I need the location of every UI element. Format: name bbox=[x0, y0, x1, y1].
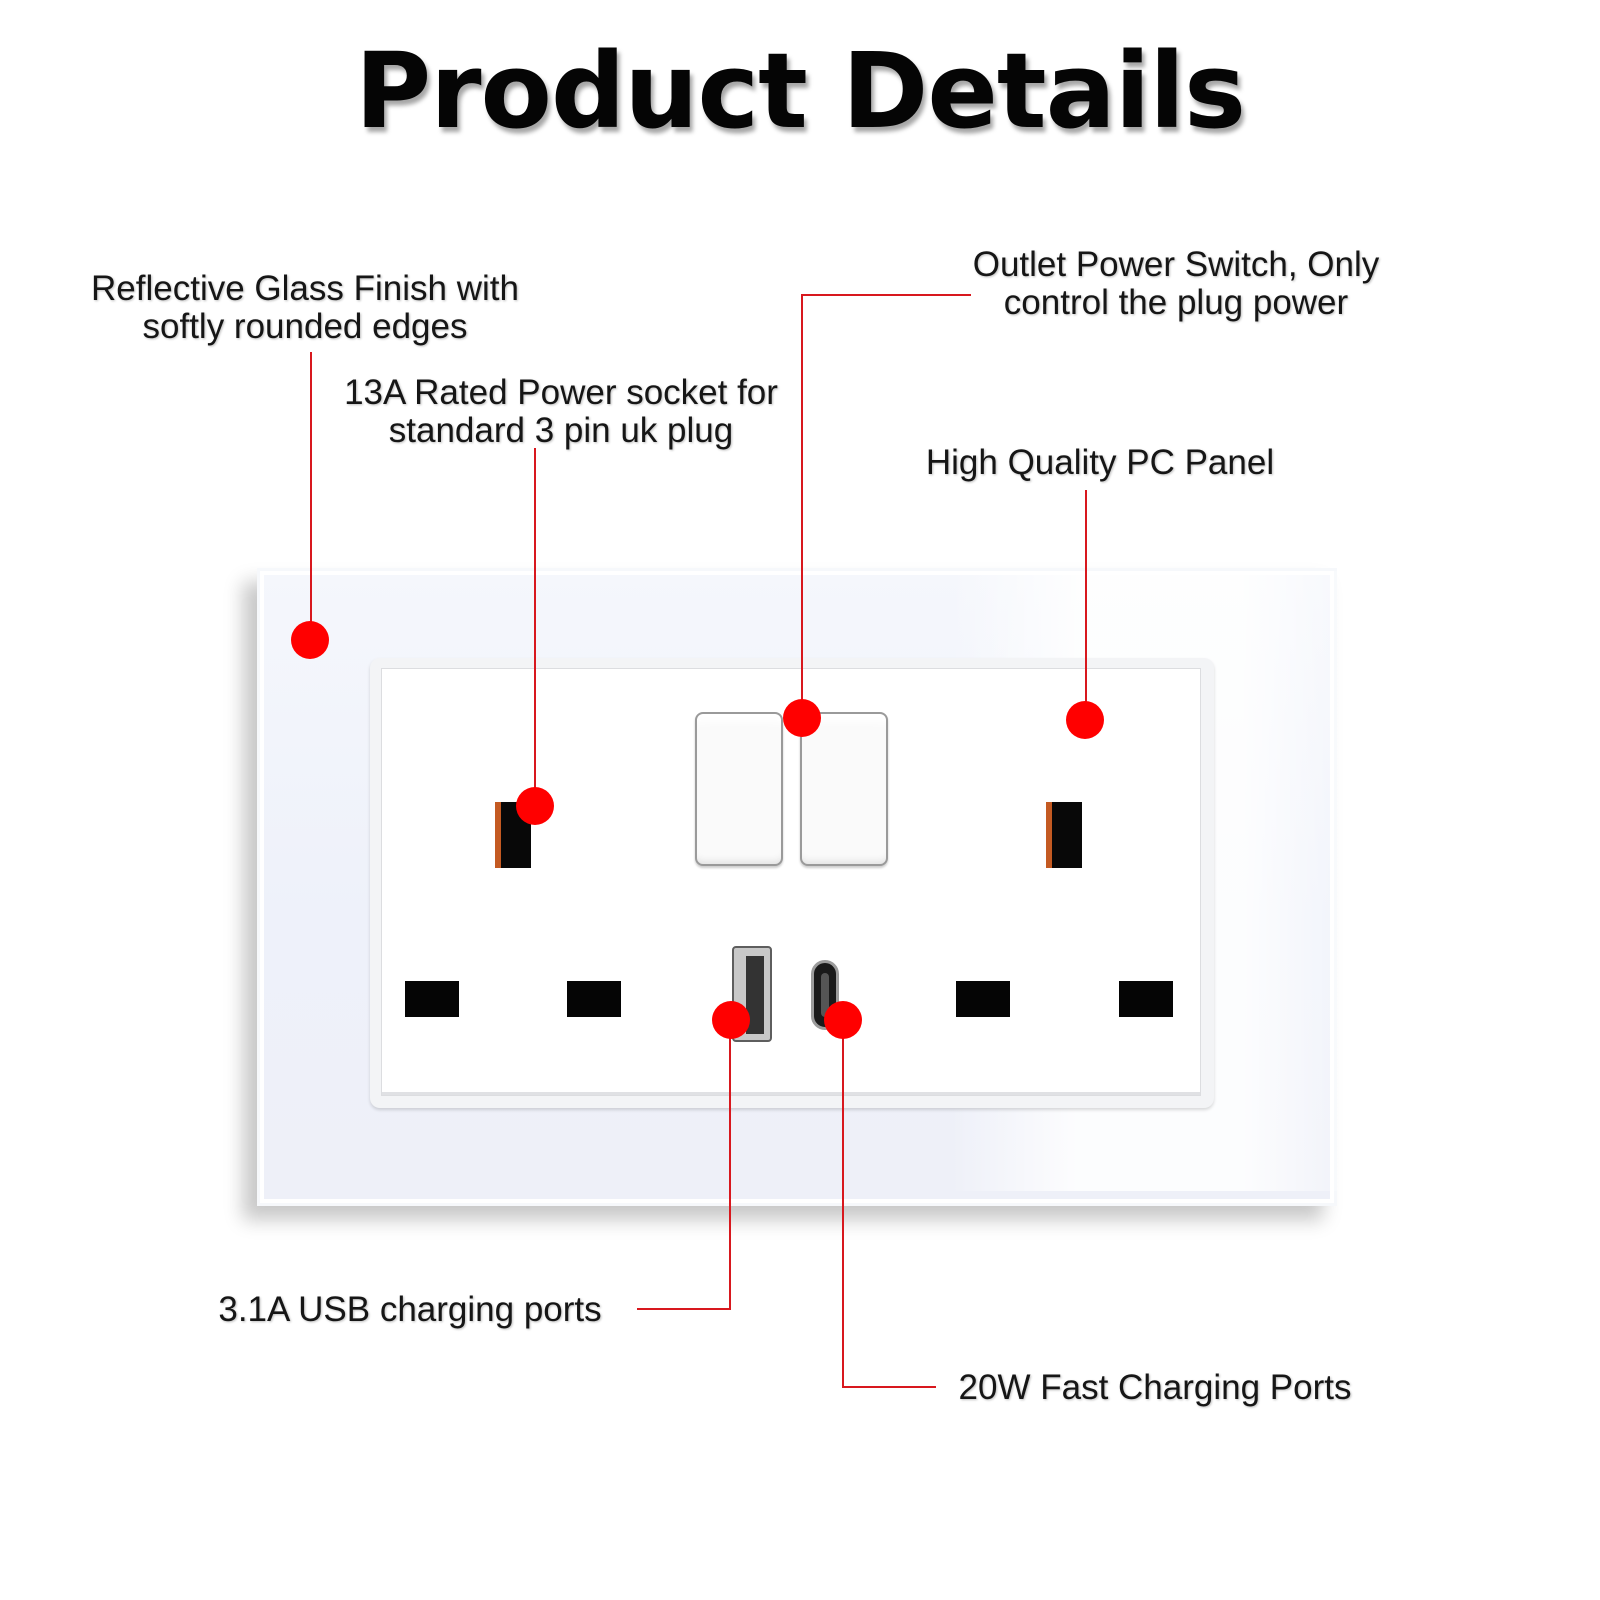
callout-pc-panel-line1: High Quality PC Panel bbox=[925, 443, 1275, 482]
pc-panel bbox=[381, 668, 1201, 1096]
leader-fast-charging-h bbox=[842, 1386, 936, 1388]
callout-rated-socket-line1: 13A Rated Power socket for bbox=[344, 373, 778, 412]
callout-power-switch-line1: Outlet Power Switch, Only bbox=[972, 245, 1380, 284]
marker-usb-ports bbox=[712, 1001, 750, 1039]
callout-glass-finish-line1: Reflective Glass Finish with bbox=[91, 269, 519, 308]
left-outlet-switch[interactable] bbox=[695, 712, 783, 866]
callout-usb-ports: 3.1A USB charging ports bbox=[200, 1291, 620, 1329]
right-neutral-pin-slot bbox=[1119, 981, 1173, 1017]
callout-power-switch-line2: control the plug power bbox=[1003, 283, 1349, 322]
leader-usb-ports-v bbox=[729, 1020, 731, 1310]
callout-rated-socket-line2: standard 3 pin uk plug bbox=[388, 411, 734, 450]
leader-power-switch-v bbox=[801, 294, 803, 718]
leader-fast-charging-v bbox=[842, 1020, 844, 1388]
callout-usb-ports-line1: 3.1A USB charging ports bbox=[218, 1290, 602, 1329]
callout-glass-finish-line2: softly rounded edges bbox=[142, 307, 468, 346]
marker-fast-charging bbox=[824, 1001, 862, 1039]
left-live-pin-slot bbox=[405, 981, 459, 1017]
callout-fast-charging-line1: 20W Fast Charging Ports bbox=[958, 1368, 1352, 1407]
leader-rated-socket bbox=[534, 448, 536, 806]
callout-pc-panel: High Quality PC Panel bbox=[910, 444, 1290, 482]
leader-power-switch-h bbox=[801, 294, 971, 296]
marker-power-switch bbox=[783, 699, 821, 737]
leader-usb-ports-h bbox=[637, 1308, 731, 1310]
callout-glass-finish: Reflective Glass Finish with softly roun… bbox=[80, 270, 530, 346]
marker-pc-panel bbox=[1066, 701, 1104, 739]
marker-glass-finish bbox=[291, 621, 329, 659]
leader-pc-panel bbox=[1085, 490, 1087, 720]
page-title: Product Details bbox=[355, 30, 1246, 152]
marker-rated-socket bbox=[516, 787, 554, 825]
right-outlet-switch[interactable] bbox=[800, 712, 888, 866]
callout-power-switch: Outlet Power Switch, Only control the pl… bbox=[958, 246, 1394, 322]
callout-rated-socket: 13A Rated Power socket for standard 3 pi… bbox=[328, 374, 794, 450]
left-neutral-pin-slot bbox=[567, 981, 621, 1017]
leader-glass-finish bbox=[310, 352, 312, 640]
right-live-pin-slot bbox=[956, 981, 1010, 1017]
right-earth-pin-slot bbox=[1046, 802, 1082, 868]
callout-fast-charging: 20W Fast Charging Ports bbox=[940, 1369, 1370, 1407]
